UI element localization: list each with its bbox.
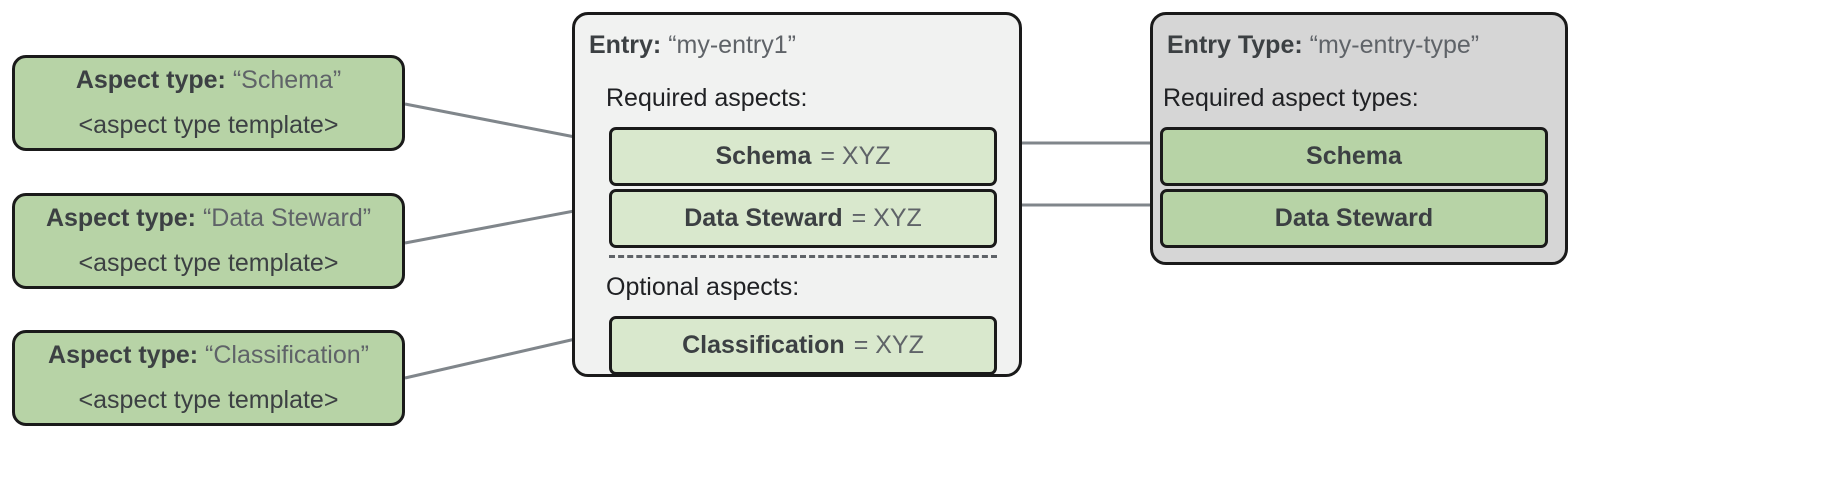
entry-required-aspect-data-steward[interactable]: Data Steward = XYZ <box>609 189 997 248</box>
entry-value: “my-entry1” <box>668 31 796 59</box>
entry-label: Entry: <box>589 31 662 59</box>
entry-panel[interactable]: Entry: “my-entry1” Required aspects: Sch… <box>572 12 1022 377</box>
entry-heading: Entry: “my-entry1” <box>589 31 796 60</box>
aspect-assignment: = XYZ <box>820 142 891 170</box>
aspect-type-label: Aspect type: <box>45 203 196 232</box>
aspect-name: Classification <box>682 331 845 359</box>
aspect-type-label: Aspect type: <box>75 65 226 94</box>
aspect-type-name: Schema <box>1306 142 1402 170</box>
aspect-type-card-classification[interactable]: Aspect type: “Classification” <aspect ty… <box>12 330 405 426</box>
aspect-type-title: Aspect type: “Classification” <box>48 340 369 370</box>
required-aspects-label: Required aspects: <box>606 84 808 112</box>
aspect-type-value: “Classification” <box>205 340 369 369</box>
aspects-divider <box>609 255 997 258</box>
aspect-assignment: = XYZ <box>851 204 922 232</box>
aspect-type-label: Aspect type: <box>48 340 199 369</box>
entry-type-required-schema[interactable]: Schema <box>1160 127 1548 186</box>
entry-required-aspect-schema[interactable]: Schema = XYZ <box>609 127 997 186</box>
aspect-name: Schema <box>715 142 812 170</box>
optional-aspects-label: Optional aspects: <box>606 273 800 301</box>
entry-optional-aspect-classification[interactable]: Classification = XYZ <box>609 316 997 375</box>
aspect-type-template: <aspect type template> <box>78 249 339 277</box>
aspect-type-title: Aspect type: “Schema” <box>75 65 342 95</box>
aspect-type-name: Data Steward <box>1274 204 1434 232</box>
required-aspect-types-label: Required aspect types: <box>1163 84 1419 112</box>
aspect-type-value: “Data Steward” <box>202 203 372 232</box>
aspect-assignment: = XYZ <box>853 331 924 359</box>
entry-type-heading: Entry Type: “my-entry-type” <box>1167 31 1480 60</box>
aspect-type-value: “Schema” <box>232 65 342 94</box>
entry-type-panel[interactable]: Entry Type: “my-entry-type” Required asp… <box>1150 12 1568 265</box>
aspect-type-card-schema[interactable]: Aspect type: “Schema” <aspect type templ… <box>12 55 405 151</box>
entry-type-label: Entry Type: <box>1167 31 1303 59</box>
entry-type-required-data-steward[interactable]: Data Steward <box>1160 189 1548 248</box>
aspect-type-title: Aspect type: “Data Steward” <box>45 203 372 233</box>
aspect-type-card-data-steward[interactable]: Aspect type: “Data Steward” <aspect type… <box>12 193 405 289</box>
aspect-type-template: <aspect type template> <box>78 386 339 414</box>
aspect-name: Data Steward <box>684 204 843 232</box>
entry-type-value: “my-entry-type” <box>1309 31 1480 59</box>
aspect-type-template: <aspect type template> <box>78 111 339 139</box>
